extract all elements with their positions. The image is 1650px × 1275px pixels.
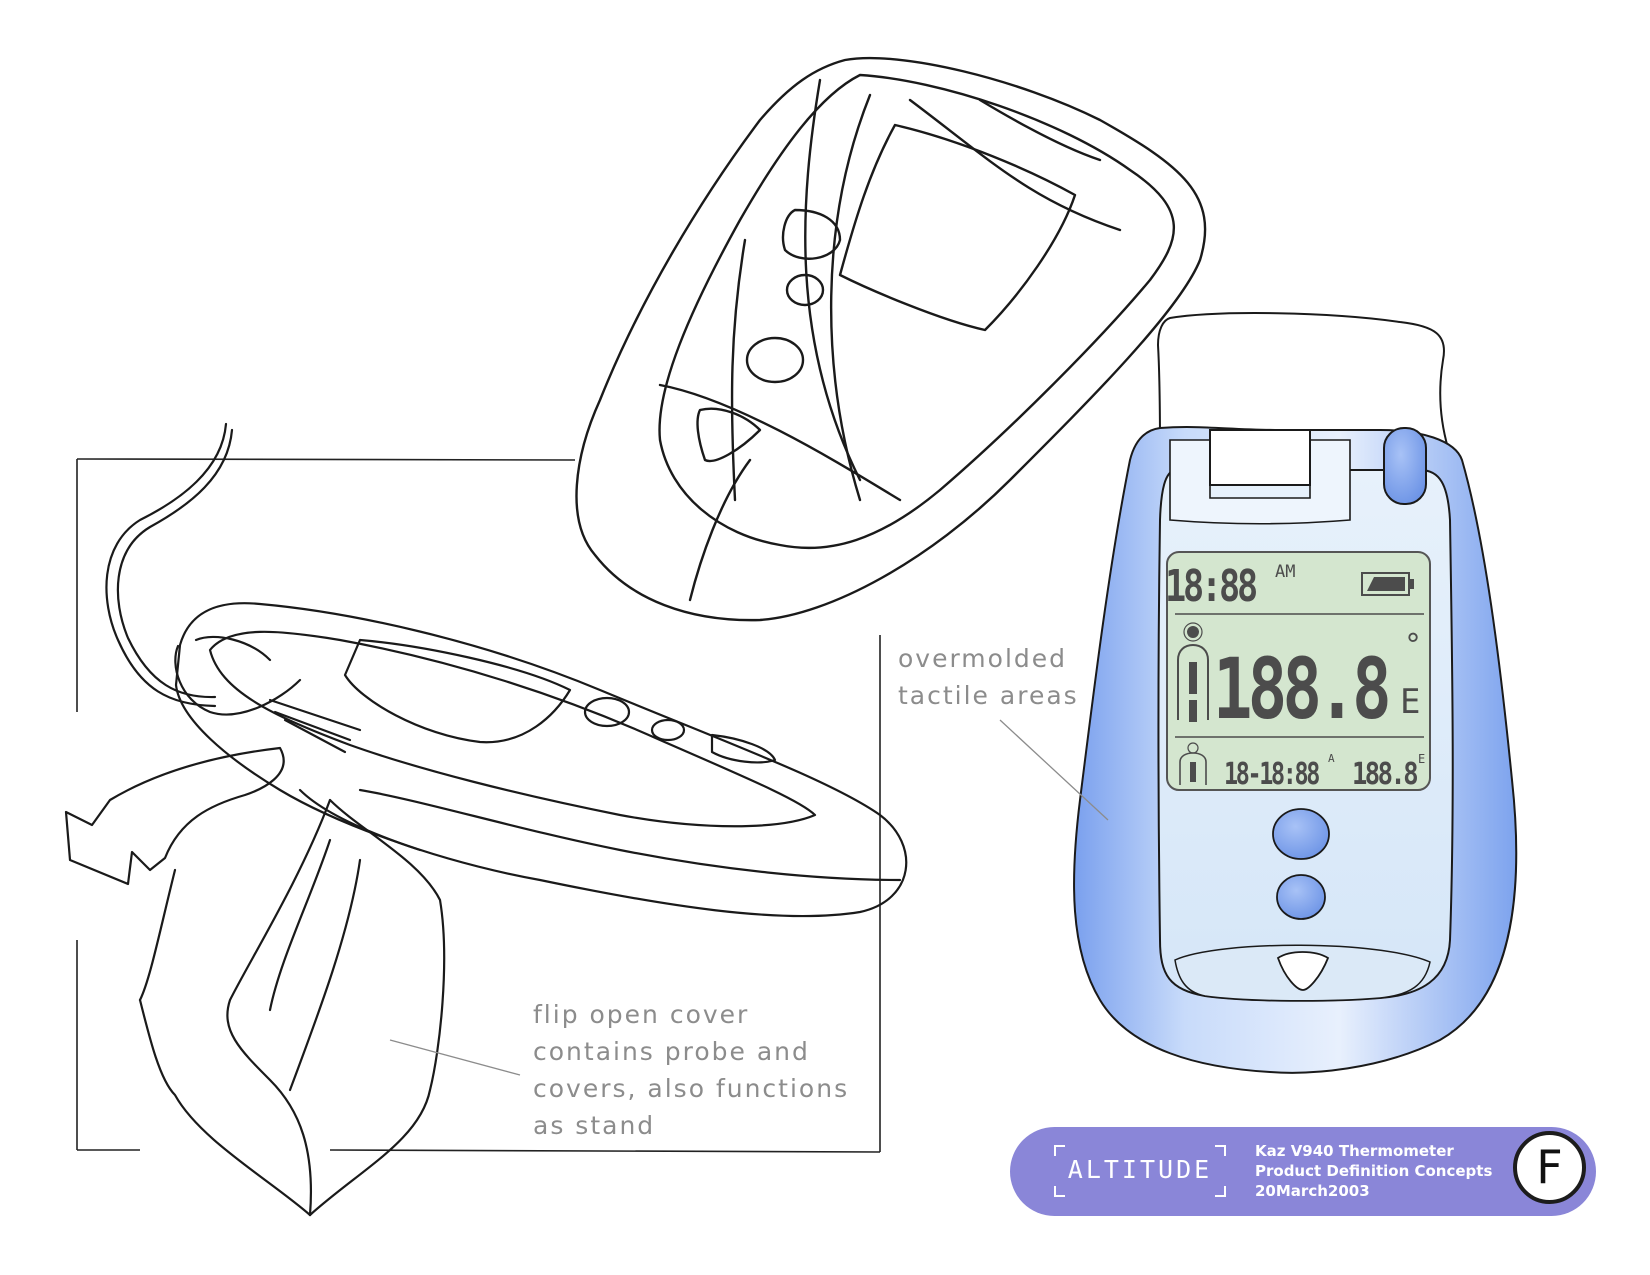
logo-text: ALTITUDE [1067, 1155, 1213, 1184]
annotation-flip-cover: flip open cover contains probe and cover… [533, 996, 849, 1144]
annotation-line: overmolded [898, 644, 1068, 673]
revision-badge: F [1513, 1131, 1586, 1204]
annotation-overmolded: overmolded tactile areas [898, 640, 1079, 714]
left-device-sketch [64, 422, 908, 1217]
project-title: Kaz V940 Thermometer [1255, 1142, 1454, 1160]
annotation-line: as stand [533, 1111, 656, 1140]
lcd-unit: E [1400, 682, 1421, 722]
lcd-memory-temperature: 188.8 [1352, 757, 1419, 792]
annotation-line: flip open cover [533, 1000, 750, 1029]
left-frame [76, 458, 881, 1153]
leader-lines [389, 719, 1109, 1076]
annotation-line: tactile areas [898, 681, 1079, 710]
annotation-line: covers, also functions [533, 1074, 850, 1103]
lcd-ampm: AM [1275, 562, 1296, 582]
right-device-render [1073, 312, 1518, 1074]
project-date: 20March2003 [1255, 1182, 1370, 1200]
project-info: Kaz V940 Thermometer Product Definition … [1255, 1141, 1492, 1201]
top-device-sketch [575, 56, 1207, 622]
annotation-line: contains probe and [533, 1037, 810, 1066]
lcd-temperature: 188.8 [1213, 640, 1392, 738]
project-subtitle: Product Definition Concepts [1255, 1162, 1493, 1180]
lcd-memory-time: 18-18:88 [1224, 757, 1320, 792]
lcd-memory-ampm: A [1328, 752, 1335, 765]
lcd-clock: 18:88 [1165, 561, 1258, 612]
lcd-memory-unit: E [1418, 752, 1426, 766]
lcd-degree-symbol: ° [1404, 628, 1423, 663]
altitude-logo: ALTITUDE [1054, 1145, 1226, 1197]
title-block: ALTITUDE Kaz V940 Thermometer Product De… [1010, 1127, 1596, 1216]
